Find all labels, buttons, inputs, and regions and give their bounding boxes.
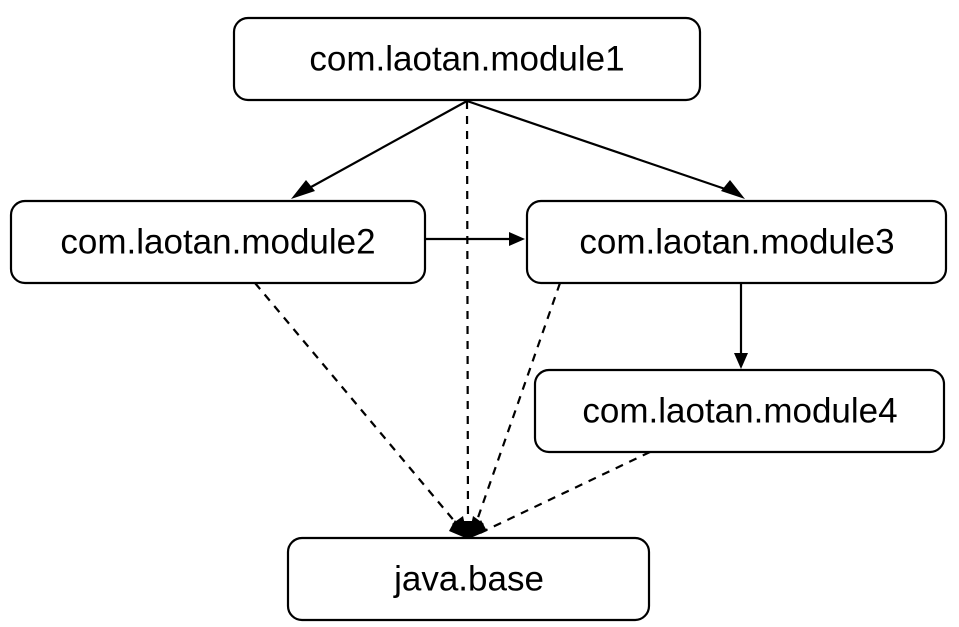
edge-module1-to-module2	[291, 100, 468, 199]
edge-line	[254, 282, 462, 530]
node-module1-label: com.laotan.module1	[309, 39, 624, 78]
node-module4[interactable]: com.laotan.module4	[533, 368, 946, 454]
arrow-head-icon	[721, 180, 745, 199]
edge-layer	[254, 99, 748, 539]
edge-module3-to-module4	[734, 283, 748, 369]
arrow-head-icon	[734, 353, 748, 369]
node-module4-box[interactable]	[533, 368, 946, 454]
node-module3-label: com.laotan.module3	[579, 222, 894, 261]
arrow-head-icon	[468, 520, 487, 539]
edge-module1-to-javabase	[465, 100, 470, 529]
node-module2-label: com.laotan.module2	[60, 222, 375, 261]
edge-line	[466, 99, 735, 194]
edge-line	[465, 100, 470, 529]
node-javabase-box[interactable]	[286, 536, 651, 622]
node-module1[interactable]: com.laotan.module1	[232, 16, 702, 102]
node-module1-box[interactable]	[232, 16, 702, 102]
arrow-head-cluster-javabase	[449, 516, 487, 539]
edge-line	[301, 100, 468, 193]
edge-module4-to-javabase	[479, 451, 651, 534]
edge-module2-to-javabase	[254, 282, 462, 530]
node-module3-box[interactable]	[525, 199, 948, 285]
node-module2[interactable]: com.laotan.module2	[9, 199, 427, 285]
node-layer: com.laotan.module1 com.laotan.module2 co…	[9, 16, 948, 622]
arrow-head-icon	[449, 520, 468, 539]
edge-module3-to-javabase	[472, 282, 562, 530]
edge-module2-to-module3	[425, 232, 525, 246]
edge-module1-to-module3	[466, 99, 745, 199]
arrow-head-icon	[291, 180, 315, 199]
node-module2-box[interactable]	[9, 199, 427, 285]
edge-line	[479, 451, 651, 534]
node-javabase-label: java.base	[393, 559, 544, 598]
node-module4-label: com.laotan.module4	[582, 391, 897, 430]
node-module3[interactable]: com.laotan.module3	[525, 199, 948, 285]
arrow-head-icon	[509, 232, 525, 246]
edge-line	[472, 282, 562, 530]
node-javabase[interactable]: java.base	[286, 536, 651, 622]
